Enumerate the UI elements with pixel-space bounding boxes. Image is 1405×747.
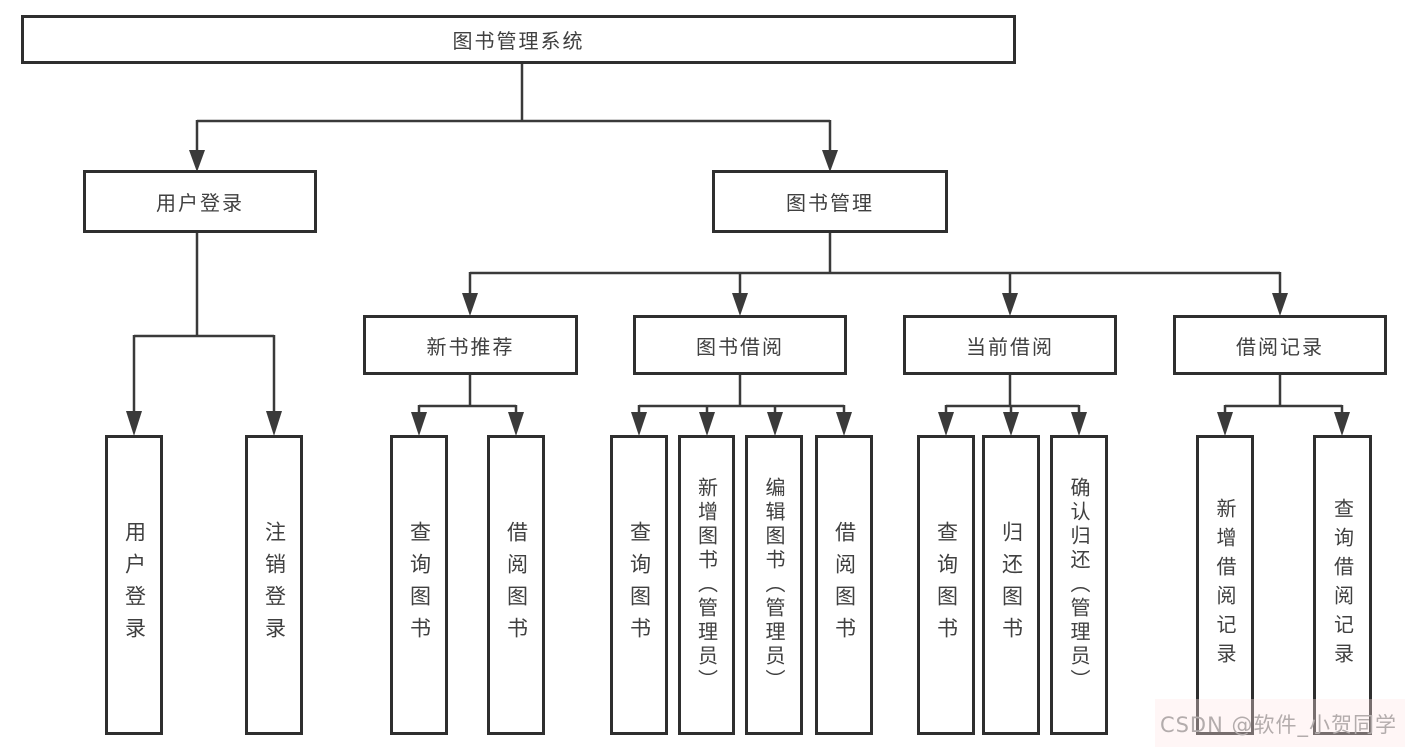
leaf-query-books-1: 查询图书 <box>390 435 448 735</box>
leaf-return-books: 归还图书 <box>982 435 1040 735</box>
leaf-user-login: 用户登录 <box>105 435 163 735</box>
node-root-system: 图书管理系统 <box>21 15 1016 64</box>
leaf-add-books-admin: 新增图书（管理员） <box>678 435 735 735</box>
leaf-confirm-return-admin: 确认归还（管理员） <box>1050 435 1108 735</box>
leaf-add-borrow-record: 新增借阅记录 <box>1196 435 1254 735</box>
leaf-logout: 注销登录 <box>245 435 303 735</box>
node-book-borrow: 图书借阅 <box>633 315 847 375</box>
leaf-borrow-books-1: 借阅图书 <box>487 435 545 735</box>
node-user-login: 用户登录 <box>83 170 317 233</box>
leaf-edit-books-admin: 编辑图书（管理员） <box>745 435 803 735</box>
leaf-borrow-books-2: 借阅图书 <box>815 435 873 735</box>
node-new-book-recommend: 新书推荐 <box>363 315 578 375</box>
leaf-query-borrow-record: 查询借阅记录 <box>1313 435 1372 735</box>
watermark-band <box>1155 699 1405 747</box>
node-current-borrow: 当前借阅 <box>903 315 1117 375</box>
leaf-query-books-2: 查询图书 <box>610 435 668 735</box>
node-borrow-records: 借阅记录 <box>1173 315 1387 375</box>
leaf-query-books-3: 查询图书 <box>917 435 975 735</box>
node-book-management: 图书管理 <box>712 170 948 233</box>
watermark: CSDN @软件_小贺同学 <box>1159 713 1397 737</box>
